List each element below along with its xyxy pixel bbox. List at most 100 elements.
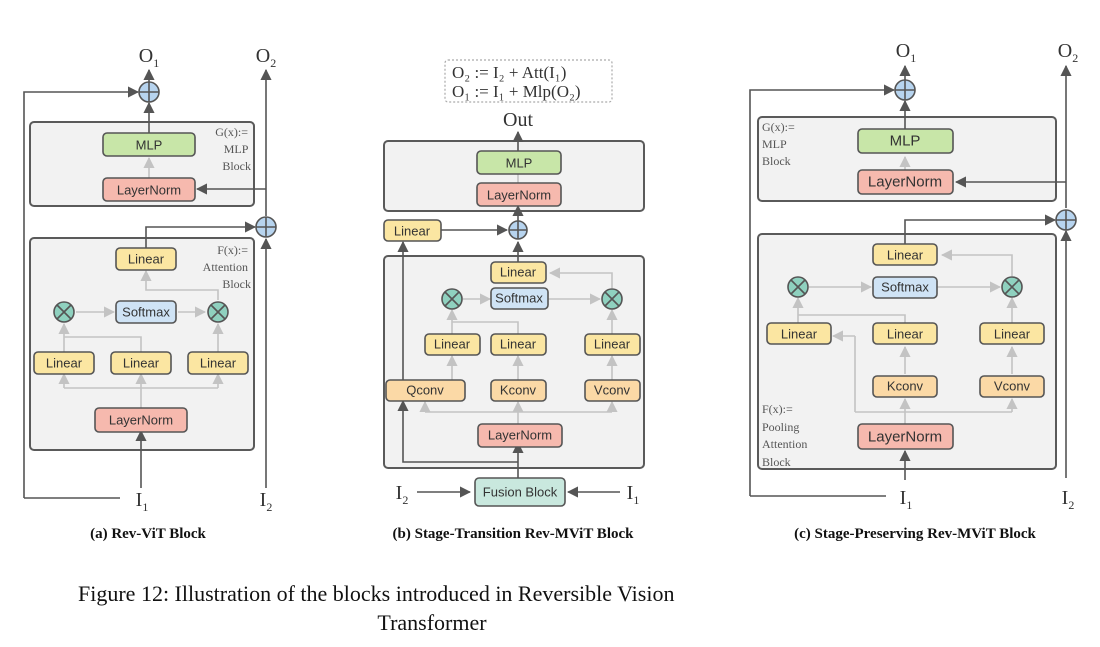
svg-text:Linear: Linear: [500, 265, 537, 280]
g-block-label: G(x):= MLP Block: [215, 125, 251, 173]
f-layernorm-box: LayerNorm: [94, 407, 188, 433]
svg-text:Linear: Linear: [594, 337, 631, 352]
f-block-label: F(x):= Attention Block: [203, 243, 251, 291]
panel-c-caption: (c) Stage-Preserving Rev-MViT Block: [794, 526, 1036, 542]
linear-v-box: Linear: [187, 351, 249, 375]
equation-o1: O₁ := I₁ + Mlp(O₂): [452, 82, 581, 101]
svg-text:Fusion Block: Fusion Block: [483, 485, 558, 500]
input-i2-label: I2: [260, 489, 273, 514]
f-block-label: F(x):= Pooling Attention Block: [762, 402, 810, 469]
out-linear-box: Linear: [872, 243, 938, 266]
softmax-box: Softmax: [872, 276, 938, 299]
svg-text:Vconv: Vconv: [594, 383, 631, 398]
f-layernorm-box: LayerNorm: [857, 423, 954, 450]
linear-q-box: Linear: [424, 333, 481, 356]
mlp-box: MLP: [857, 128, 954, 154]
g-layernorm-box: LayerNorm: [476, 182, 562, 207]
panel-c-stage-preserving: O1 O2 G(x):= MLP Block F(x):= Pooling At…: [749, 40, 1078, 542]
kconv-box: Kconv: [490, 379, 547, 402]
svg-text:Linear: Linear: [500, 337, 537, 352]
svg-text:Linear: Linear: [887, 327, 924, 342]
svg-text:Softmax: Softmax: [495, 291, 543, 306]
svg-text:Linear: Linear: [781, 327, 818, 342]
svg-text:Kconv: Kconv: [887, 379, 924, 394]
svg-text:Linear: Linear: [123, 356, 160, 371]
svg-text:Softmax: Softmax: [881, 280, 929, 295]
add-op-o2: [1055, 209, 1077, 231]
kconv-box: Kconv: [872, 375, 938, 398]
input-i1-label: I1: [136, 489, 149, 514]
panel-b-caption: (b) Stage-Transition Rev-MViT Block: [393, 526, 635, 542]
svg-text:MLP: MLP: [506, 156, 533, 171]
panel-a-caption: (a) Rev-ViT Block: [90, 526, 206, 542]
output-label: Out: [503, 109, 533, 131]
add-op: [508, 220, 528, 240]
svg-text:LayerNorm: LayerNorm: [117, 183, 181, 198]
svg-text:Linear: Linear: [994, 327, 1031, 342]
equation-o2: O₂ := I₂ + Att(I₁): [452, 63, 566, 82]
linear-k-box: Linear: [110, 351, 172, 375]
svg-text:Linear: Linear: [46, 356, 83, 371]
multiply-op-right: [601, 288, 623, 310]
softmax-box: Softmax: [490, 287, 549, 310]
linear-v-box: Linear: [584, 333, 641, 356]
svg-text:Linear: Linear: [394, 224, 431, 239]
multiply-op-left: [53, 301, 75, 323]
equation-box: [444, 59, 613, 103]
multiply-op-left: [787, 276, 809, 298]
qconv-box: Qconv: [385, 379, 466, 402]
output-o1-label: O1: [139, 45, 159, 70]
figure-caption-line2: Transformer: [377, 610, 487, 635]
output-o1-label: O1: [896, 40, 916, 65]
svg-text:LayerNorm: LayerNorm: [868, 174, 942, 191]
svg-text:LayerNorm: LayerNorm: [109, 413, 173, 428]
multiply-op-left: [441, 288, 463, 310]
figure-caption-line1: Figure 12: Illustration of the blocks in…: [78, 581, 674, 606]
output-o2-label: O2: [1058, 40, 1078, 65]
skip-linear-box: Linear: [383, 219, 442, 242]
input-i2-label: I2: [396, 482, 409, 507]
svg-text:Linear: Linear: [434, 337, 471, 352]
add-op-o1: [138, 81, 160, 103]
panel-b-stage-transition: O₂ := I₂ + Att(I₁) O₁ := I₁ + Mlp(O₂) Ou…: [383, 59, 645, 542]
input-i1-label: I1: [627, 482, 640, 507]
svg-text:LayerNorm: LayerNorm: [487, 188, 551, 203]
svg-text:Linear: Linear: [128, 252, 165, 267]
svg-text:Vconv: Vconv: [994, 379, 1031, 394]
svg-text:LayerNorm: LayerNorm: [488, 428, 552, 443]
multiply-op-right: [1001, 276, 1023, 298]
f-layernorm-box: LayerNorm: [477, 423, 563, 448]
svg-text:MLP: MLP: [136, 138, 163, 153]
svg-text:Kconv: Kconv: [500, 383, 537, 398]
svg-text:MLP: MLP: [890, 133, 921, 150]
multiply-op-right: [207, 301, 229, 323]
softmax-box: Softmax: [115, 300, 177, 324]
output-o2-label: O2: [256, 45, 276, 70]
out-linear-box: Linear: [490, 261, 547, 284]
panel-a-rev-vit: O1 O2 G(x):= MLP Block F(x):= Attention …: [23, 45, 277, 542]
linear-q-box: Linear: [33, 351, 95, 375]
g-block-label: G(x):= MLP Block: [762, 120, 798, 168]
add-op-o1: [894, 79, 916, 101]
svg-text:Linear: Linear: [200, 356, 237, 371]
linear-k-box: Linear: [872, 322, 938, 345]
svg-text:Linear: Linear: [887, 248, 924, 263]
fusion-block-box: Fusion Block: [474, 477, 566, 507]
g-layernorm-box: LayerNorm: [102, 177, 196, 202]
g-layernorm-box: LayerNorm: [857, 169, 954, 195]
mlp-box: MLP: [102, 132, 196, 157]
vconv-box: Vconv: [979, 375, 1045, 398]
svg-text:Softmax: Softmax: [122, 305, 170, 320]
svg-text:LayerNorm: LayerNorm: [868, 429, 942, 446]
f-attention-block-panel: [29, 237, 255, 451]
input-i2-label: I2: [1062, 487, 1075, 512]
out-linear-box: Linear: [115, 247, 177, 271]
add-op-o2: [255, 216, 277, 238]
svg-text:Qconv: Qconv: [406, 383, 444, 398]
mlp-box: MLP: [476, 150, 562, 175]
input-i1-label: I1: [900, 487, 913, 512]
linear-k-box: Linear: [490, 333, 547, 356]
linear-v-box: Linear: [979, 322, 1045, 345]
linear-q-box: Linear: [766, 322, 832, 345]
